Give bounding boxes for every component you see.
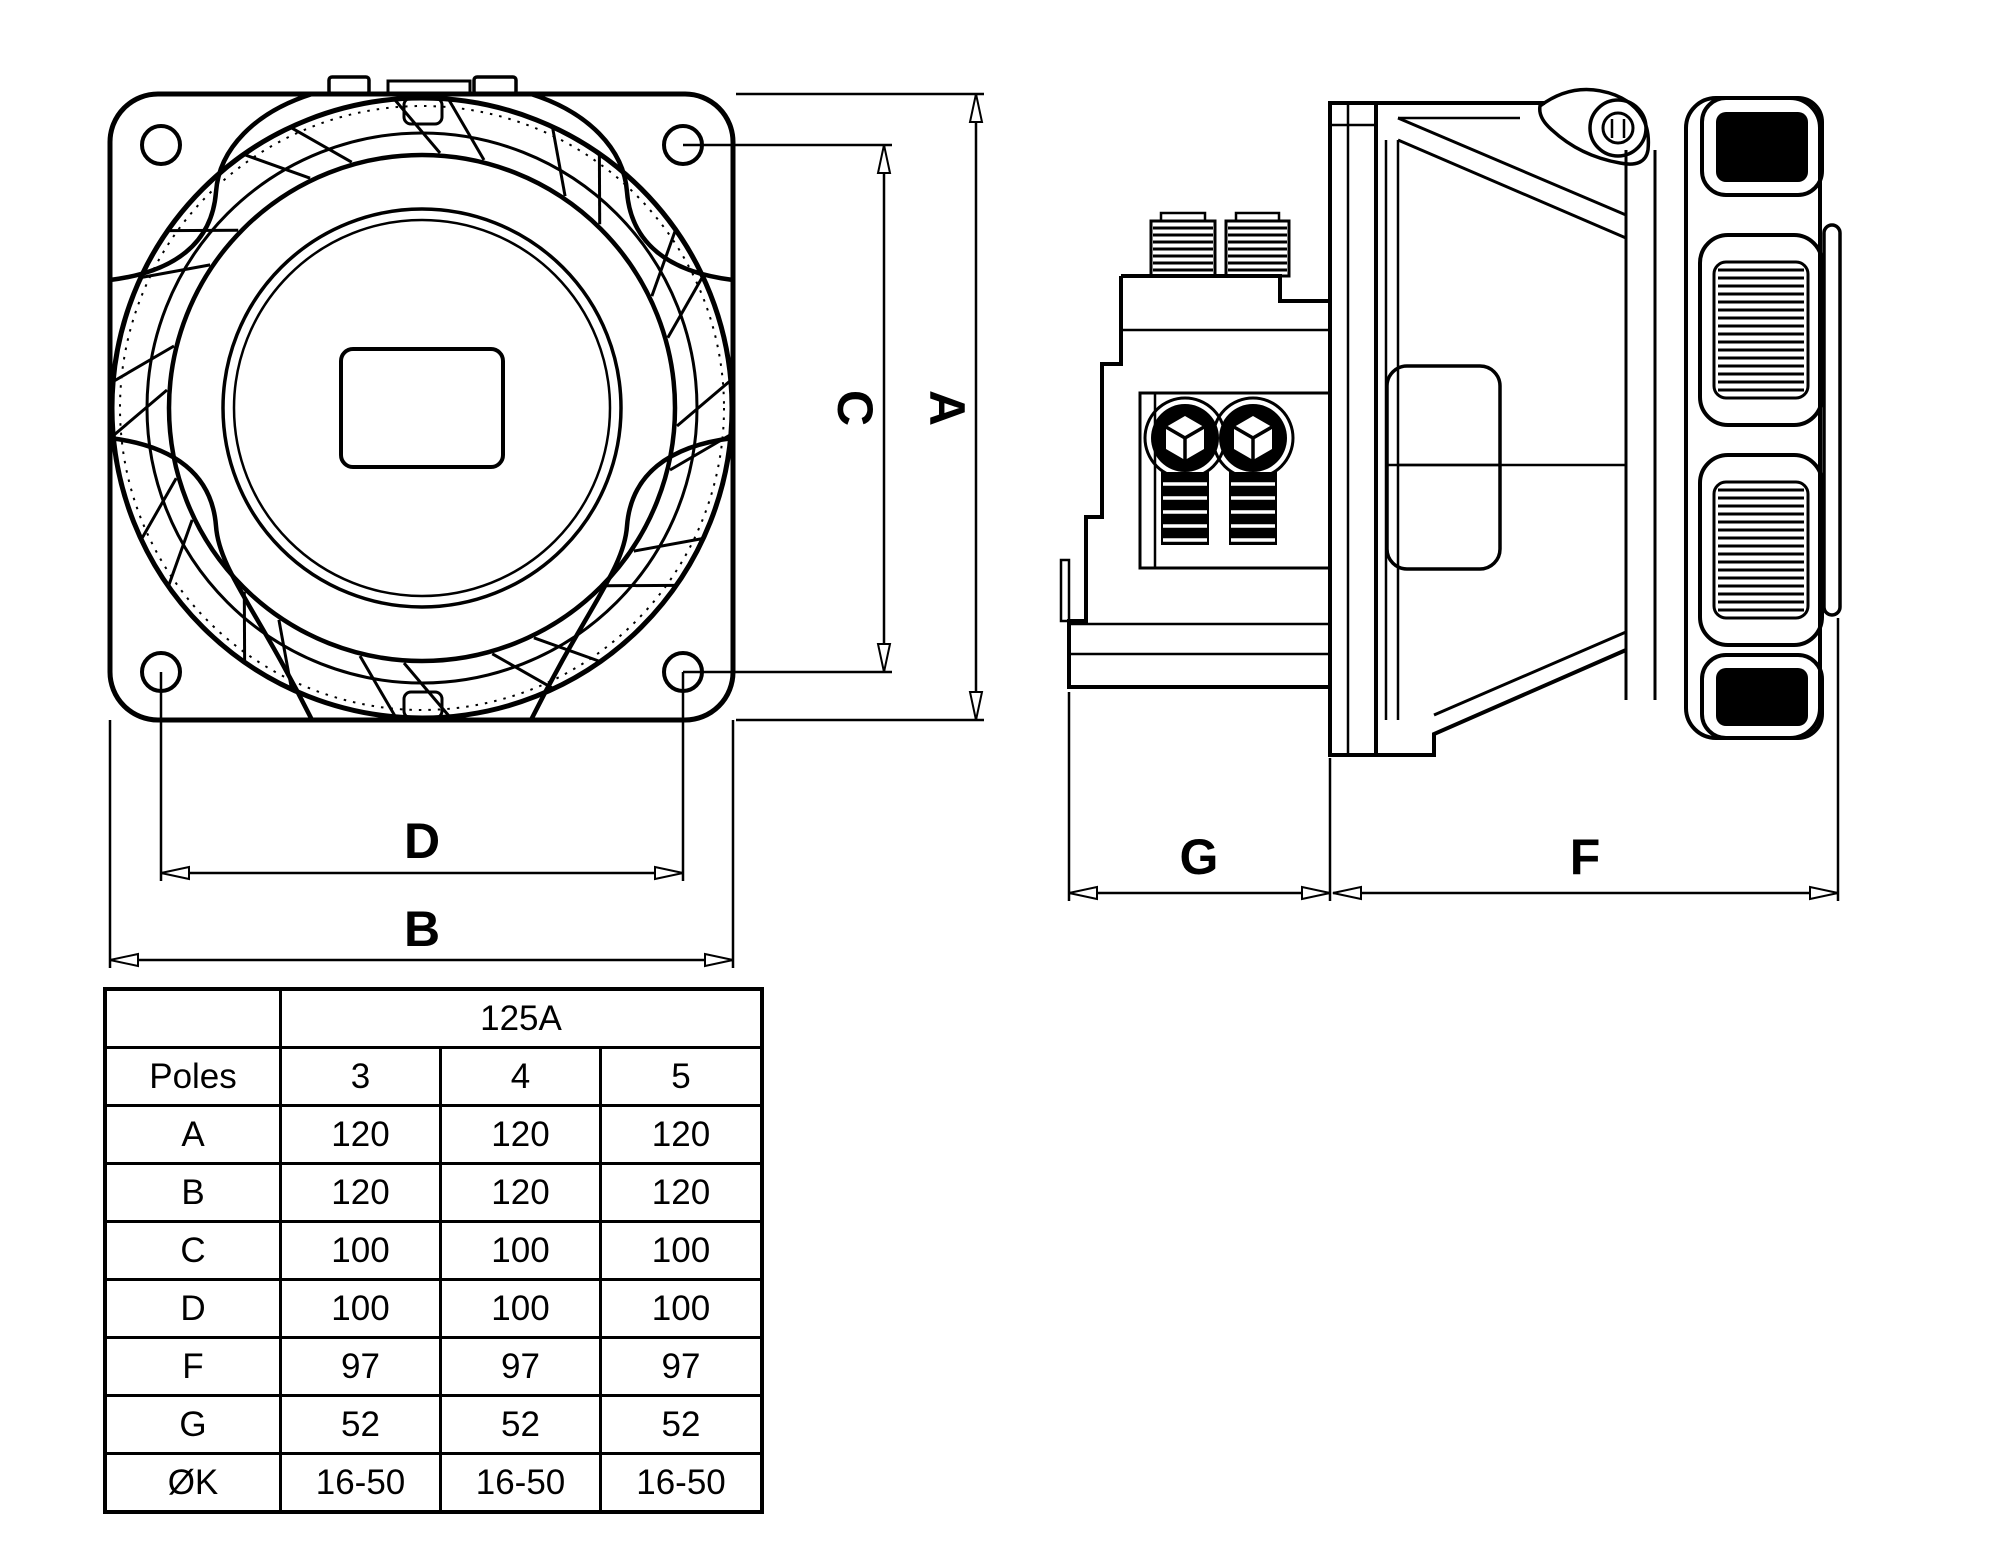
row-label-d: D <box>103 1278 282 1339</box>
locking-ring <box>109 95 735 721</box>
socket-body <box>1376 101 1628 757</box>
table-cell: 120 <box>439 1104 602 1165</box>
contact-window <box>339 347 505 469</box>
table-cell: 16-50 <box>599 1452 764 1514</box>
table-cell: 52 <box>599 1394 764 1455</box>
terminal-housing <box>1059 274 1332 689</box>
table-cell: 120 <box>279 1162 442 1223</box>
table-cell: 100 <box>439 1220 602 1281</box>
table-row: G 52 52 52 <box>103 1394 764 1455</box>
table-row: A 120 120 120 <box>103 1104 764 1165</box>
dimensions-table: 125A Poles 3 4 5 A 120 120 120 B 120 120… <box>103 987 764 1514</box>
dim-label-g: G <box>1180 829 1219 885</box>
dim-d: D <box>160 813 684 881</box>
dim-a: A <box>919 93 984 721</box>
table-cell: 120 <box>599 1162 764 1223</box>
table-cell: 120 <box>599 1104 764 1165</box>
table-cell: 4 <box>439 1046 602 1107</box>
table-row: ØK 16-50 16-50 16-50 <box>103 1452 764 1514</box>
dimension-lines-side: G F <box>1067 618 1840 901</box>
top-tabs <box>327 75 518 96</box>
cap-seal-lip <box>1822 223 1842 617</box>
table-cell: 5 <box>599 1046 764 1107</box>
table-row: F 97 97 97 <box>103 1336 764 1397</box>
table-cell: 100 <box>439 1278 602 1339</box>
table-cell: 97 <box>599 1336 764 1397</box>
table-cell: 52 <box>439 1394 602 1455</box>
row-label-f: F <box>103 1336 282 1397</box>
row-label-c: C <box>103 1220 282 1281</box>
row-label-poles: Poles <box>103 1046 282 1107</box>
keyway-notch-bottom <box>402 690 444 720</box>
row-label-ok: ØK <box>103 1452 282 1514</box>
table-row: D 100 100 100 <box>103 1278 764 1339</box>
table-row: B 120 120 120 <box>103 1162 764 1223</box>
front-view <box>107 75 736 723</box>
table-cell: 16-50 <box>279 1452 442 1514</box>
dim-label-b: B <box>404 901 440 957</box>
terminal-studs <box>1149 211 1291 278</box>
keyway-notch-top <box>402 96 444 126</box>
table-cell: 120 <box>279 1104 442 1165</box>
table-cell: 97 <box>439 1336 602 1397</box>
grip-pad-bottom <box>1700 653 1824 740</box>
row-label-g: G <box>103 1394 282 1455</box>
dim-label-d: D <box>404 813 440 869</box>
gland-cap <box>1653 96 1842 740</box>
table-cell: 120 <box>439 1162 602 1223</box>
row-label-b: B <box>103 1162 282 1223</box>
row-label-a: A <box>103 1104 282 1165</box>
amperage-header-cell: 125A <box>279 987 764 1049</box>
corner-ears <box>109 91 734 722</box>
table-cell: 52 <box>279 1394 442 1455</box>
hinge-screw-boss <box>1538 87 1651 166</box>
grip-pad-lower <box>1698 453 1824 647</box>
table-cell: 3 <box>279 1046 442 1107</box>
table-row: C 100 100 100 <box>103 1220 764 1281</box>
dim-g: G <box>1068 829 1331 901</box>
terminal-screw-left <box>1143 396 1227 545</box>
dimension-lines-front: C A D B <box>108 92 984 968</box>
ring-serration <box>112 98 731 718</box>
table-cell: 100 <box>599 1278 764 1339</box>
table-cell: 100 <box>279 1220 442 1281</box>
table-corner-cell <box>103 987 282 1049</box>
dim-label-f: F <box>1570 829 1601 885</box>
grip-pad-top <box>1700 96 1824 197</box>
table-row: 125A <box>103 987 764 1049</box>
body-label-plate <box>1385 364 1502 571</box>
terminal-screws <box>1143 396 1295 545</box>
table-cell: 100 <box>279 1278 442 1339</box>
table-row: Poles 3 4 5 <box>103 1046 764 1107</box>
table-cell: 16-50 <box>439 1452 602 1514</box>
dim-c: C <box>827 144 892 673</box>
table-cell: 97 <box>279 1336 442 1397</box>
grip-pad-upper <box>1698 233 1824 427</box>
terminal-screw-right <box>1211 396 1295 545</box>
dim-b: B <box>109 901 734 968</box>
side-view <box>1059 87 1842 757</box>
dim-label-c: C <box>827 390 883 426</box>
table-cell: 100 <box>599 1220 764 1281</box>
dim-label-a: A <box>919 390 975 426</box>
dim-f: F <box>1332 829 1839 901</box>
